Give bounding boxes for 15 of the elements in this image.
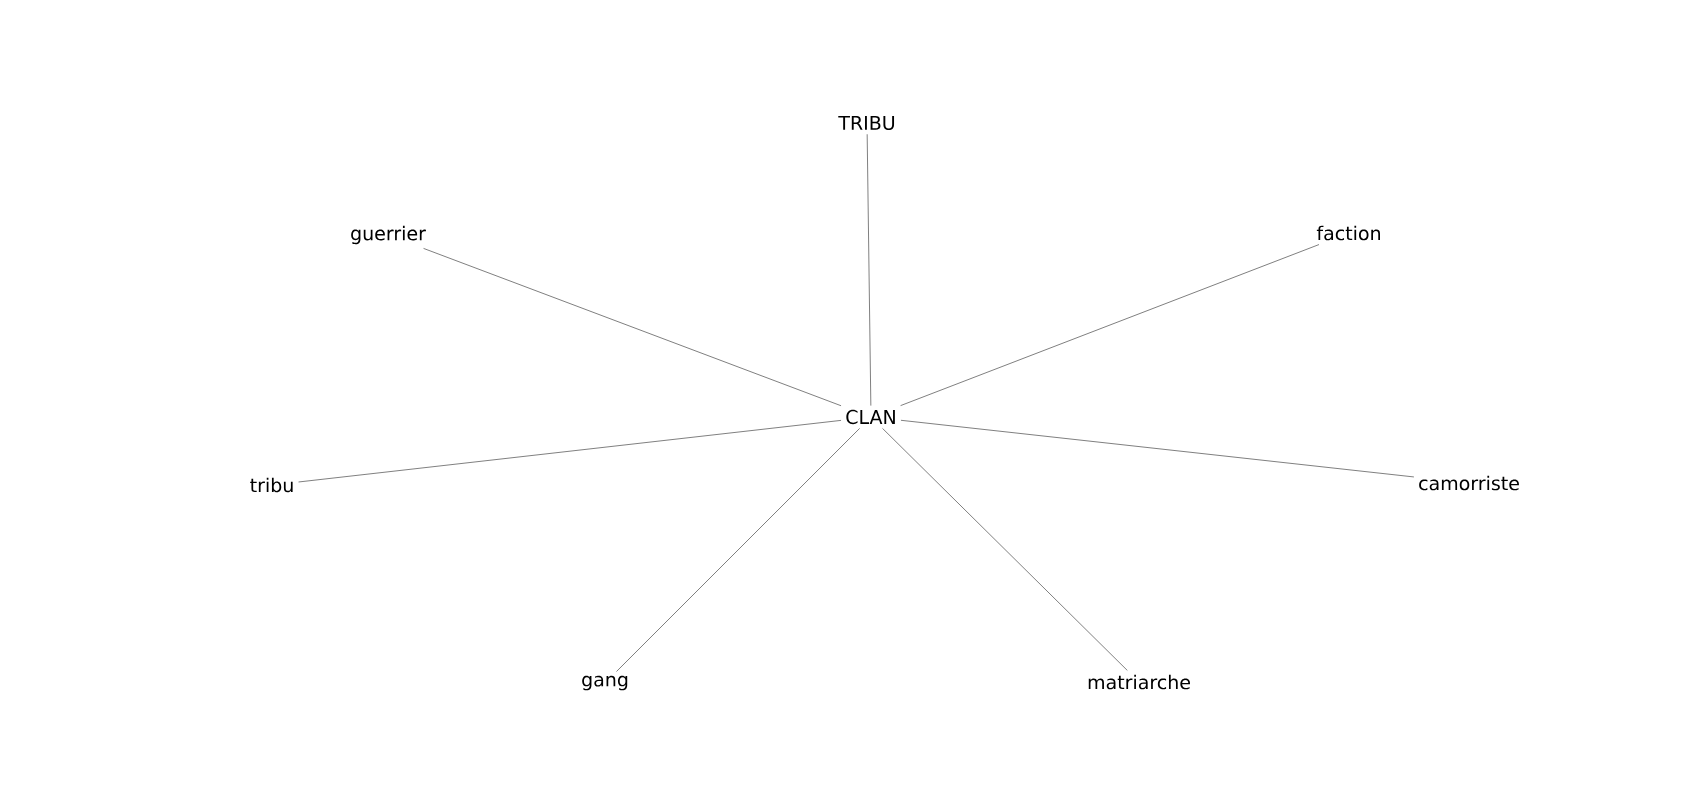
connector-line bbox=[616, 427, 861, 672]
word-label: tribu bbox=[250, 477, 293, 493]
connector-line bbox=[900, 244, 1320, 407]
word-label: CLAN bbox=[846, 409, 895, 425]
connector-line bbox=[866, 133, 872, 407]
word-label: camorriste bbox=[1419, 475, 1519, 491]
word-label: guerrier bbox=[351, 225, 426, 245]
word-label: TRIBU bbox=[838, 115, 895, 131]
word-label: faction bbox=[1316, 225, 1380, 241]
word-label: matriarche bbox=[1088, 674, 1190, 690]
connector-line bbox=[882, 427, 1128, 671]
connector-line bbox=[423, 247, 842, 407]
connector-line bbox=[900, 419, 1415, 478]
word-label: gang bbox=[582, 675, 628, 691]
connector-line bbox=[298, 419, 842, 483]
